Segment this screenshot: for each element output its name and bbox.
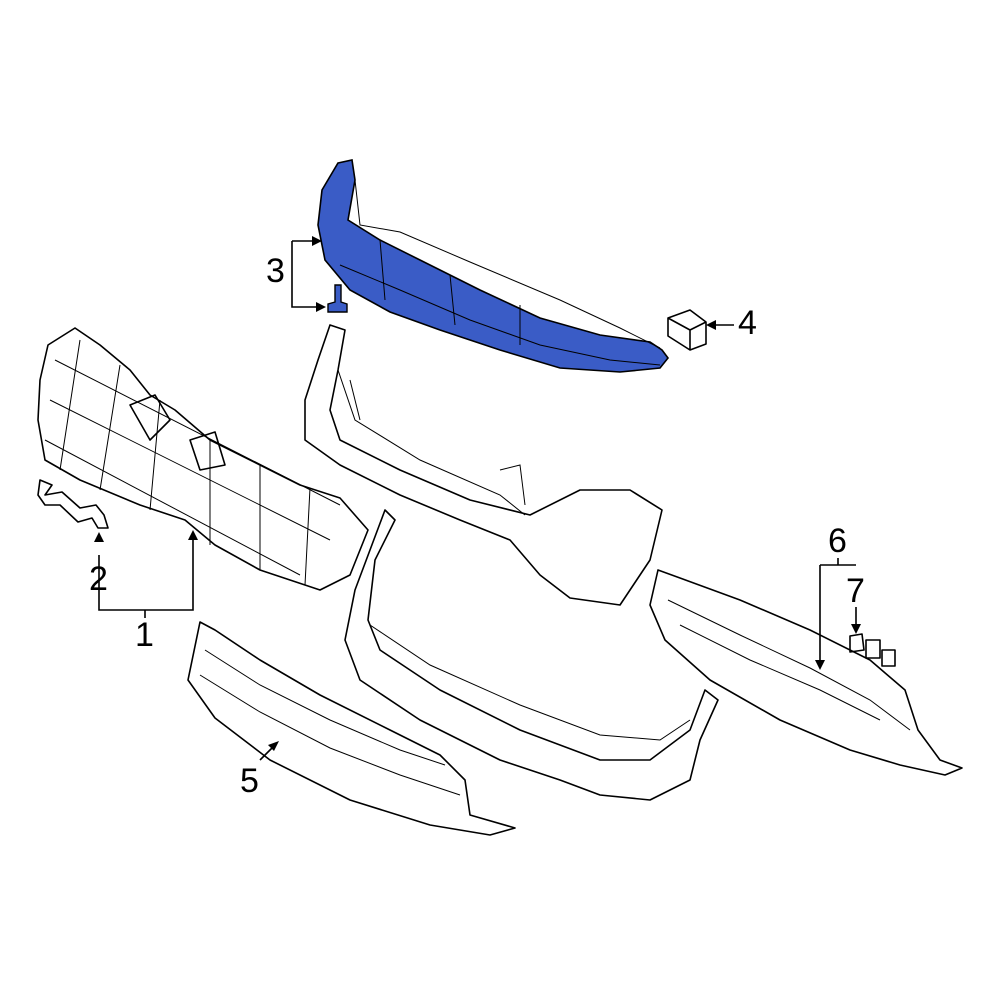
bumper-cover-part[interactable]	[304, 324, 719, 801]
emblem-part[interactable]	[37, 479, 109, 529]
callout-1: 1	[135, 616, 154, 654]
skid-plate-trim-part[interactable]	[649, 569, 963, 776]
callout-4: 4	[738, 304, 757, 342]
upper-cover-part[interactable]	[317, 159, 670, 373]
clip-4-part[interactable]	[667, 309, 707, 351]
grille-part[interactable]	[37, 327, 369, 591]
callout-5: 5	[240, 762, 259, 800]
callout-6: 6	[828, 522, 847, 560]
callout-2: 2	[89, 560, 108, 598]
callout-7: 7	[846, 572, 865, 610]
lower-grille-part[interactable]	[187, 621, 516, 836]
leader-lines	[94, 236, 861, 761]
callout-3: 3	[266, 252, 285, 290]
clip-part[interactable]	[327, 284, 348, 313]
clips-7-part[interactable]	[849, 633, 896, 667]
